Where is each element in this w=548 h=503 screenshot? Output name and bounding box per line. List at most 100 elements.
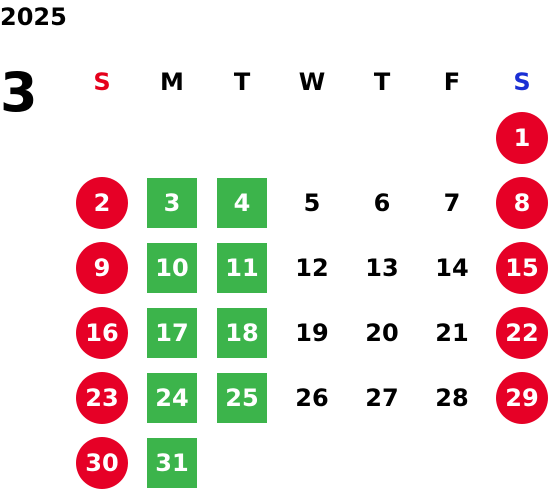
calendar-day-cell[interactable]: 19: [277, 300, 347, 365]
day-number: 9: [76, 241, 128, 294]
calendar-day-cell[interactable]: 23: [67, 365, 137, 430]
calendar-day-cell[interactable]: 18: [207, 300, 277, 365]
weekday-sunday: S: [93, 67, 111, 96]
day-number: 16: [76, 306, 128, 359]
calendar-day-cell[interactable]: 16: [67, 300, 137, 365]
calendar-day-cell[interactable]: 24: [137, 365, 207, 430]
day-number: [426, 437, 478, 489]
day-number: [496, 437, 548, 489]
calendar-empty-cell: [277, 430, 347, 495]
calendar-day-cell[interactable]: 20: [347, 300, 417, 365]
weekday-wednesday: W: [298, 67, 326, 96]
day-number: 1: [496, 111, 548, 164]
day-number: 22: [496, 306, 548, 359]
calendar-day-cell[interactable]: 13: [347, 235, 417, 300]
calendar-day-cell[interactable]: 8: [487, 170, 548, 235]
calendar-empty-cell: [347, 105, 417, 170]
day-number: [216, 112, 268, 164]
day-number: 29: [496, 371, 548, 424]
calendar-day-cell[interactable]: 29: [487, 365, 548, 430]
calendar-day-cell[interactable]: 1: [487, 105, 548, 170]
calendar-day-cell[interactable]: 10: [137, 235, 207, 300]
calendar-week-row: 30 31: [67, 430, 548, 495]
calendar-day-cell[interactable]: 21: [417, 300, 487, 365]
day-number: 17: [147, 307, 197, 358]
day-number: 15: [496, 241, 548, 294]
day-number: 24: [147, 372, 197, 423]
calendar-empty-cell: [417, 430, 487, 495]
day-number: 26: [295, 383, 329, 412]
day-number: 21: [435, 318, 469, 347]
day-number: 14: [435, 253, 469, 282]
calendar-empty-cell: [67, 105, 137, 170]
month-label: 3: [0, 61, 38, 124]
calendar-empty-cell: [277, 105, 347, 170]
calendar-week-row: 23 24 25 26 27 28 29: [67, 365, 548, 430]
calendar-day-cell[interactable]: 5: [277, 170, 347, 235]
day-number: 28: [435, 383, 469, 412]
day-number: 5: [303, 188, 321, 217]
weekday-tuesday: T: [233, 67, 251, 96]
calendar-week-row: 1: [67, 105, 548, 170]
calendar-empty-cell: [207, 105, 277, 170]
day-number: [76, 112, 128, 164]
day-number: 4: [217, 177, 267, 228]
calendar-day-cell[interactable]: 12: [277, 235, 347, 300]
day-number: 25: [217, 372, 267, 423]
calendar-day-cell[interactable]: 7: [417, 170, 487, 235]
day-number: 20: [365, 318, 399, 347]
calendar-day-cell[interactable]: 11: [207, 235, 277, 300]
day-number: [356, 112, 408, 164]
day-number: 7: [443, 188, 461, 217]
calendar-day-cell[interactable]: 31: [137, 430, 207, 495]
calendar-day-cell[interactable]: 3: [137, 170, 207, 235]
day-number: 18: [217, 307, 267, 358]
day-number: [356, 437, 408, 489]
day-number: 31: [147, 437, 197, 488]
weekday-thursday: T: [373, 67, 391, 96]
day-number: [146, 112, 198, 164]
calendar-empty-cell: [417, 105, 487, 170]
day-number: 13: [365, 253, 399, 282]
calendar-day-cell[interactable]: 17: [137, 300, 207, 365]
calendar-day-cell[interactable]: 2: [67, 170, 137, 235]
day-number: 11: [217, 242, 267, 293]
day-number: 6: [373, 188, 391, 217]
calendar-day-cell[interactable]: 26: [277, 365, 347, 430]
calendar-day-cell[interactable]: 6: [347, 170, 417, 235]
weekday-header-row: S M T W T F S: [67, 58, 548, 105]
day-number: 27: [365, 383, 399, 412]
day-number: [286, 437, 338, 489]
day-number: 19: [295, 318, 329, 347]
weekday-saturday: S: [513, 67, 531, 96]
calendar-day-cell[interactable]: 30: [67, 430, 137, 495]
calendar-empty-cell: [137, 105, 207, 170]
calendar-week-row: 16 17 18 19 20 21 22: [67, 300, 548, 365]
calendar-day-cell[interactable]: 28: [417, 365, 487, 430]
day-number: 30: [76, 436, 128, 489]
calendar-day-cell[interactable]: 9: [67, 235, 137, 300]
calendar-day-cell[interactable]: 27: [347, 365, 417, 430]
calendar-week-row: 9 10 11 12 13 14 15: [67, 235, 548, 300]
calendar-day-cell[interactable]: 22: [487, 300, 548, 365]
weekday-monday: M: [160, 67, 184, 96]
day-number: 8: [496, 176, 548, 229]
day-number: 10: [147, 242, 197, 293]
calendar-day-cell[interactable]: 14: [417, 235, 487, 300]
calendar-empty-cell: [347, 430, 417, 495]
day-number: 3: [147, 177, 197, 228]
calendar-day-cell[interactable]: 15: [487, 235, 548, 300]
calendar-empty-cell: [487, 430, 548, 495]
day-number: [426, 112, 478, 164]
calendar-day-cell[interactable]: 25: [207, 365, 277, 430]
day-number: 12: [295, 253, 329, 282]
calendar-day-cell[interactable]: 4: [207, 170, 277, 235]
calendar-empty-cell: [207, 430, 277, 495]
day-number: 23: [76, 371, 128, 424]
day-number: [286, 112, 338, 164]
day-number: [216, 437, 268, 489]
year-label: 2025: [0, 3, 67, 31]
